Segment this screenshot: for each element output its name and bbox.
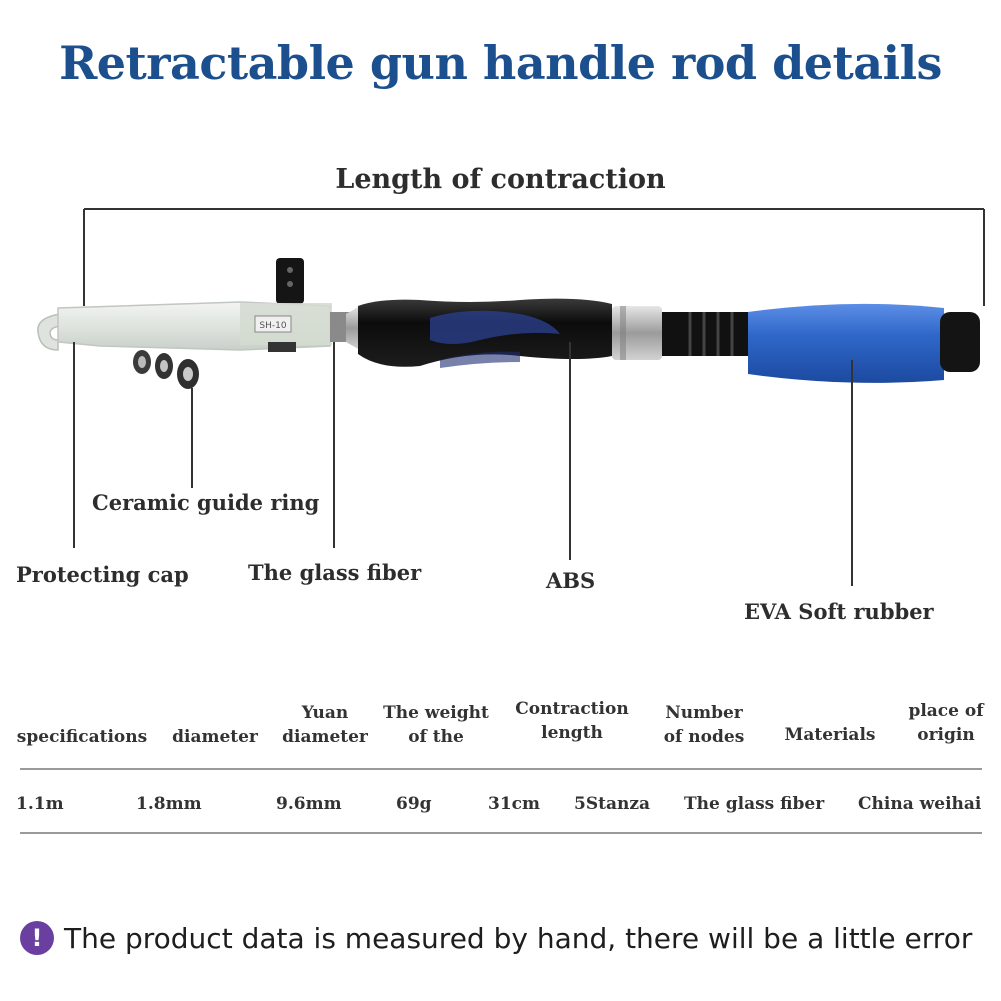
header-weight: The weight of the (383, 703, 489, 747)
value-place-of-origin: China weihai (858, 794, 982, 814)
header-materials: Materials (784, 725, 876, 745)
threaded-section (662, 312, 750, 356)
guide-rings (133, 350, 199, 389)
label-eva: EVA Soft rubber (744, 599, 934, 624)
header-number-of-nodes: Number of nodes (663, 703, 745, 747)
callout-lines (73, 342, 853, 586)
header-specifications: specifications (16, 727, 148, 747)
header-contraction-length: Contraction length (515, 699, 629, 743)
rod-illustration: SH-10 (37, 208, 985, 586)
protecting-cap: SH-10 (37, 301, 332, 352)
reel-clip (276, 258, 304, 304)
value-contraction-length: 31cm (488, 794, 540, 814)
header-diameter: diameter (172, 727, 258, 747)
value-yuan-diameter: 9.6mm (276, 794, 342, 814)
value-specifications: 1.1m (16, 794, 64, 814)
label-glass-fiber: The glass fiber (248, 560, 422, 585)
dimension-bracket (83, 208, 985, 306)
table-rule-bottom (20, 832, 982, 834)
table-rule-top (20, 768, 982, 770)
abs-grip (358, 298, 612, 368)
value-number-of-nodes: 5Stanza (574, 794, 651, 814)
label-abs: ABS (546, 568, 596, 593)
glass-fiber-section (330, 312, 350, 342)
dimension-label: Length of contraction (335, 164, 666, 195)
page-title: Retractable gun handle rod details (59, 36, 942, 90)
butt-cap (940, 312, 980, 372)
value-weight: 69g (396, 794, 432, 814)
rod-marking: SH-10 (259, 321, 286, 331)
measurement-note: The product data is measured by hand, th… (64, 922, 973, 955)
value-diameter: 1.8mm (136, 794, 202, 814)
label-protecting-cap: Protecting cap (16, 562, 189, 587)
header-yuan-diameter: Yuan diameter (282, 703, 368, 747)
reel-ring (612, 306, 662, 360)
exclamation-icon: ! (20, 921, 54, 955)
label-ceramic-guide-ring: Ceramic guide ring (92, 490, 320, 515)
value-materials: The glass fiber (684, 794, 825, 814)
header-place-of-origin: place of origin (908, 701, 984, 745)
eva-handle (748, 303, 944, 383)
